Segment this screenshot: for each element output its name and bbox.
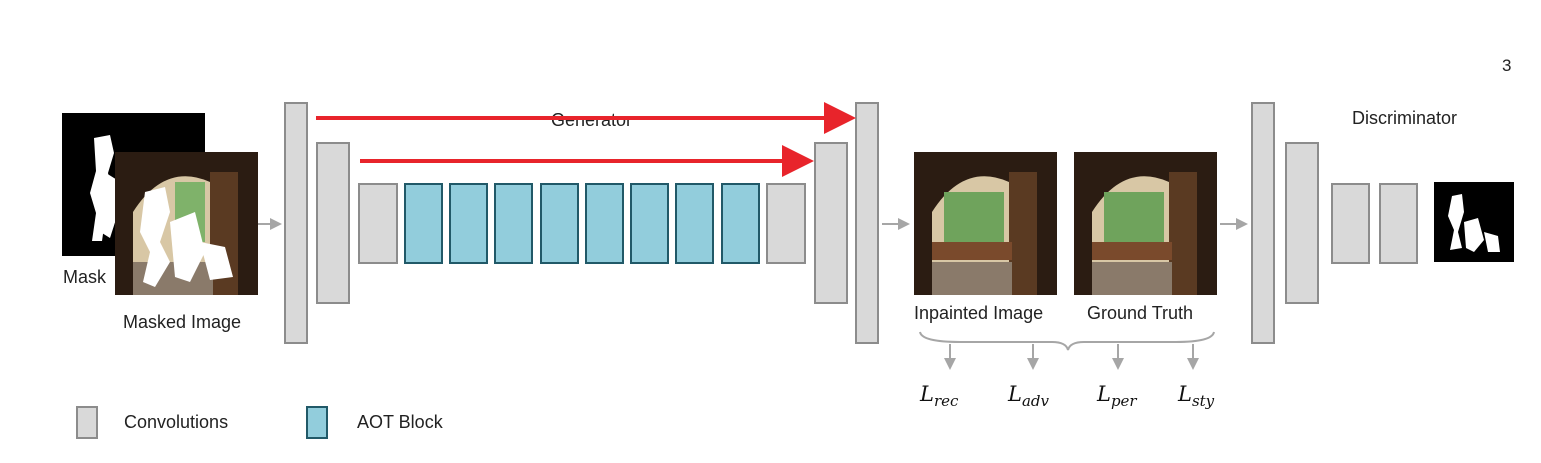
mask-label: Mask — [63, 267, 107, 287]
loss-per: Lper — [1097, 382, 1137, 410]
discriminator-title: Discriminator — [1352, 108, 1458, 128]
generator-conv-enc-2 — [316, 142, 350, 304]
ground-truth-image — [1074, 152, 1217, 295]
generator-conv-enc-1 — [284, 102, 308, 344]
discriminator-conv-3 — [1331, 183, 1370, 264]
loss-adv: Ladv — [1008, 382, 1049, 410]
discriminator-conv-2 — [1285, 142, 1319, 304]
generator-conv-enc-3 — [358, 183, 398, 264]
loss-sty: Lsty — [1178, 382, 1215, 410]
aot-block-5 — [585, 183, 624, 264]
aot-block-3 — [494, 183, 533, 264]
generator-conv-dec-2 — [814, 142, 848, 304]
generator-conv-dec-3 — [855, 102, 879, 344]
inpainted-image-label: Inpainted Image — [914, 303, 1044, 323]
generator-conv-dec-1 — [766, 183, 806, 264]
loss-rec: Lrec — [920, 382, 959, 410]
aot-block-6 — [630, 183, 669, 264]
page-number: 3 — [1502, 56, 1512, 75]
discriminator-output-mask — [1434, 182, 1514, 262]
aot-block-2 — [449, 183, 488, 264]
legend-convolutions-label: Convolutions — [124, 412, 229, 432]
discriminator-conv-1 — [1251, 102, 1275, 344]
inpainted-image — [914, 152, 1057, 295]
aot-block-4 — [540, 183, 579, 264]
loss-brace — [919, 331, 1215, 351]
discriminator-conv-4 — [1379, 183, 1418, 264]
legend-convolutions-swatch — [76, 406, 98, 439]
ground-truth-label: Ground Truth — [1087, 303, 1194, 323]
masked-image-label: Masked Image — [123, 312, 242, 332]
legend-aot-label: AOT Block — [357, 412, 443, 432]
aot-block-1 — [404, 183, 443, 264]
aot-block-8 — [721, 183, 760, 264]
aot-block-7 — [675, 183, 714, 264]
masked-image — [115, 152, 258, 295]
legend-aot-swatch — [306, 406, 328, 439]
